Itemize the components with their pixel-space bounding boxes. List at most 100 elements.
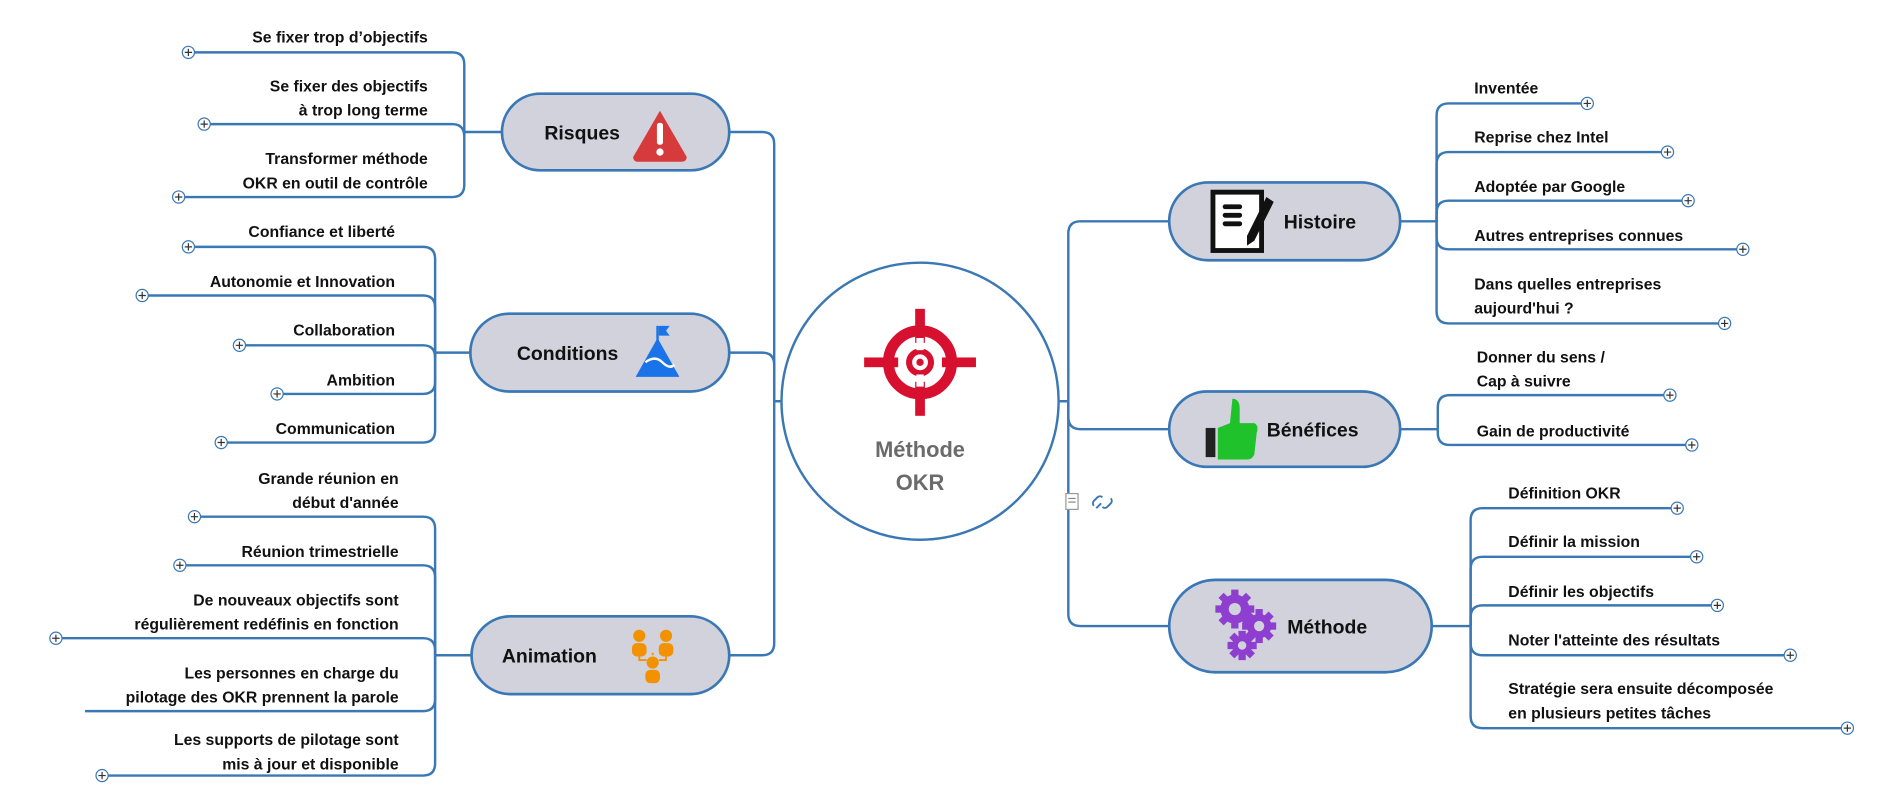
expand-plus-icon[interactable] xyxy=(1710,598,1725,613)
subtopic[interactable]: Autres entreprises connues xyxy=(1474,228,1750,256)
expand-plus-icon[interactable] xyxy=(197,117,211,131)
topic-methode[interactable]: Méthode xyxy=(1167,578,1434,674)
expand-plus-icon[interactable] xyxy=(173,558,187,572)
topic-label: Histoire xyxy=(1284,212,1357,234)
expand-plus-icon[interactable] xyxy=(270,387,284,401)
expand-plus-icon[interactable] xyxy=(181,45,196,60)
subtopic-label: Transformer méthode xyxy=(265,151,428,168)
subtopic[interactable]: Réunion trimestrielle xyxy=(173,544,399,572)
expand-plus-icon[interactable] xyxy=(1663,388,1677,402)
subtopic-label: Cap à suivre xyxy=(1477,374,1571,391)
connector xyxy=(729,130,776,402)
subtopic[interactable]: Ambition xyxy=(270,372,395,401)
note-icon[interactable] xyxy=(1065,492,1079,510)
connector xyxy=(1067,401,1170,628)
subtopic[interactable]: Collaboration xyxy=(232,323,395,352)
subtopic-label: aujourd'hui ? xyxy=(1474,301,1573,318)
connector xyxy=(1067,401,1170,431)
subtopic[interactable]: Confiance et liberté xyxy=(181,224,395,254)
subtopic-label: en plusieurs petites tâches xyxy=(1508,705,1711,722)
subtopic-label: Ambition xyxy=(327,372,395,389)
subtopic-label: Dans quelles entreprises xyxy=(1474,276,1661,293)
subtopic-label: pilotage des OKR prennent la parole xyxy=(126,690,399,707)
expand-plus-icon[interactable] xyxy=(187,509,202,524)
central-title-line: Méthode xyxy=(875,437,965,462)
subtopic[interactable]: De nouveaux objectifs sont régulièrement … xyxy=(49,592,400,645)
expand-plus-icon[interactable] xyxy=(1736,242,1750,256)
subtopic-label: Définir les objectifs xyxy=(1508,584,1654,601)
subtopic-label: Autres entreprises connues xyxy=(1474,228,1683,245)
subtopic[interactable]: Gain de productivité xyxy=(1477,423,1699,452)
subtopic[interactable]: Se fixer trop d’objectifs xyxy=(181,30,428,60)
subtopic-label: Gain de productivité xyxy=(1477,423,1630,440)
subtopic-label: mis à jour et disponible xyxy=(222,756,399,773)
subtopic[interactable]: Reprise chez Intel xyxy=(1474,129,1675,159)
topic-benefices[interactable]: Bénéfices xyxy=(1167,390,1402,469)
topic-label: Conditions xyxy=(517,343,619,365)
topic-animation[interactable]: Animation xyxy=(470,615,731,696)
subtopic[interactable]: Adoptée par Google xyxy=(1474,179,1695,208)
subtopic[interactable]: Dans quelles entreprises aujourd'hui ? xyxy=(1474,276,1732,331)
subtopic-label: début d'année xyxy=(292,495,399,512)
expand-plus-icon[interactable] xyxy=(214,435,228,450)
subtopic[interactable]: Définir les objectifs xyxy=(1508,584,1725,613)
subtopic-label: à trop long terme xyxy=(299,103,428,120)
subtopic-label: Reprise chez Intel xyxy=(1474,129,1608,146)
subtopic-label: Réunion trimestrielle xyxy=(242,544,399,561)
subtopic-label: De nouveaux objectifs sont xyxy=(193,592,399,609)
subtopic[interactable]: Stratégie sera ensuite décomposée en plus… xyxy=(1508,681,1855,735)
expand-plus-icon[interactable] xyxy=(1660,145,1675,159)
subtopic[interactable]: Définir la mission xyxy=(1508,534,1704,564)
expand-plus-icon[interactable] xyxy=(49,631,63,645)
subtopic-label: Stratégie sera ensuite décomposée xyxy=(1508,681,1773,698)
topic-risques[interactable]: Risques xyxy=(500,92,731,172)
subtopic-label: Donner du sens / xyxy=(1477,349,1606,366)
expand-plus-icon[interactable] xyxy=(95,768,109,783)
subtopic-label: Noter l'atteinte des résultats xyxy=(1508,633,1720,650)
subtopic-label: régulièrement redéfinis en fonction xyxy=(134,617,398,634)
expand-plus-icon[interactable] xyxy=(181,240,196,254)
expand-plus-icon[interactable] xyxy=(1681,193,1695,208)
topic-label: Risques xyxy=(544,122,620,144)
central-title-line: OKR xyxy=(896,470,945,495)
subtopic[interactable]: Définition OKR xyxy=(1508,485,1684,515)
central-node[interactable]: Méthode OKR xyxy=(780,261,1060,541)
topic-histoire[interactable]: Histoire xyxy=(1167,181,1402,262)
people-network-icon xyxy=(632,629,674,684)
subtopic[interactable]: Donner du sens / Cap à suivre xyxy=(1477,349,1677,402)
subtopic[interactable]: Noter l'atteinte des résultats xyxy=(1508,633,1797,662)
thumbs-up-icon xyxy=(1205,398,1258,460)
subtopic[interactable]: Les supports de pilotage sont mis à jour … xyxy=(95,732,399,783)
subtopic-label: Autonomie et Innovation xyxy=(210,274,395,291)
expand-plus-icon[interactable] xyxy=(232,338,247,352)
topic-conditions[interactable]: Conditions xyxy=(469,312,731,393)
expand-plus-icon[interactable] xyxy=(1783,648,1797,662)
subtopic[interactable]: Autonomie et Innovation xyxy=(135,274,395,303)
topic-label: Animation xyxy=(502,646,597,668)
subtopic[interactable]: Communication xyxy=(214,421,395,450)
link-icon[interactable] xyxy=(1091,495,1113,509)
expand-plus-icon[interactable] xyxy=(1840,721,1855,735)
target-icon xyxy=(864,308,976,416)
expand-plus-icon[interactable] xyxy=(1717,316,1732,331)
expand-plus-icon[interactable] xyxy=(1580,96,1594,111)
expand-plus-icon[interactable] xyxy=(171,190,186,204)
subtopic-label: OKR en outil de contrôle xyxy=(243,176,428,193)
topic-label: Méthode xyxy=(1287,616,1367,638)
expand-plus-icon[interactable] xyxy=(1670,501,1684,515)
subtopic[interactable]: Inventée xyxy=(1474,81,1594,111)
subtopic-label: Définition OKR xyxy=(1508,485,1621,502)
expand-plus-icon[interactable] xyxy=(1685,438,1699,452)
expand-plus-icon[interactable] xyxy=(135,288,149,303)
subtopic-label: Inventée xyxy=(1474,81,1538,98)
connector xyxy=(1067,220,1170,402)
expand-plus-icon[interactable] xyxy=(1689,550,1704,564)
subtopic-label: Les supports de pilotage sont xyxy=(174,732,399,749)
mountain-flag-icon xyxy=(635,325,680,377)
document-pen-icon xyxy=(1210,189,1274,253)
